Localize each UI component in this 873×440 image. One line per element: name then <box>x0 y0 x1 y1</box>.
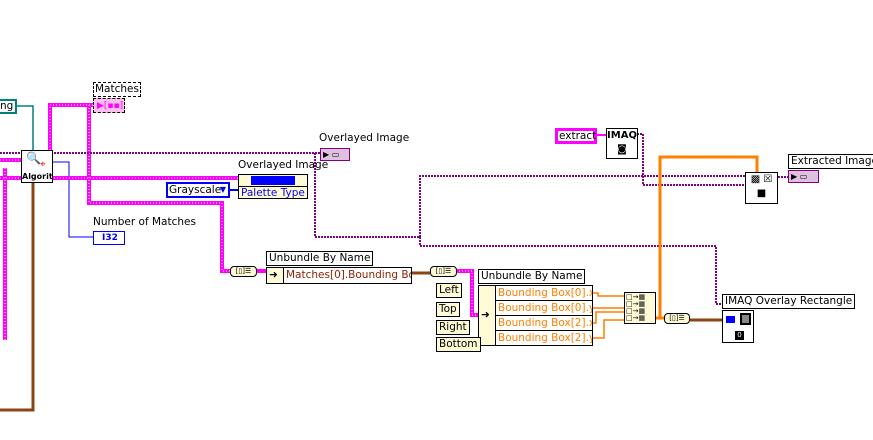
unbundle1-title: Unbundle By Name <box>266 251 374 266</box>
node-label: Algorith <box>22 172 53 181</box>
palette-type-select[interactable]: Grayscale▼ <box>166 182 230 198</box>
crosshair-icon: ⌖ <box>40 159 46 170</box>
reference-bar <box>251 176 295 185</box>
extracted-image-label: Extracted Image <box>788 154 873 169</box>
index-array-node[interactable]: [▯]☰ <box>664 313 690 324</box>
unbundle2-node[interactable]: ➜ Bounding Box[0].x Bounding Box[0].y Bo… <box>478 285 593 346</box>
overlayed-image-indicator[interactable]: ▶ ▭ <box>320 148 350 161</box>
unbundle2-element[interactable]: Bounding Box[0].y <box>495 300 592 315</box>
unbundle1-node[interactable]: ➜ Matches[0].Bounding Box <box>266 267 412 284</box>
number-of-matches-indicator[interactable]: I32 <box>93 231 125 245</box>
label-left[interactable]: Left <box>436 283 462 298</box>
unbundle2-element[interactable]: Bounding Box[0].x <box>495 285 592 300</box>
image-icon: ▶ ▭ <box>791 172 808 181</box>
image-wire <box>637 133 746 186</box>
overlay-icon <box>740 313 751 325</box>
unbundle1-element[interactable]: Matches[0].Bounding Box <box>283 268 411 283</box>
image-icon: ▶ ▭ <box>323 150 340 159</box>
int-wire <box>52 161 93 238</box>
unbundle2-element[interactable]: Bounding Box[2].y <box>495 330 592 345</box>
algorithm-node[interactable]: 🔍 ⌖ Algorith <box>21 150 53 183</box>
extract-icon: ▩ ☒■ <box>750 174 773 199</box>
label-right[interactable]: Right <box>436 320 470 335</box>
imaq-icon: ◙ <box>617 144 627 155</box>
index-array-node[interactable]: [▯]☰ <box>430 266 457 277</box>
imaq-node[interactable]: IMAQ ◙ <box>606 128 638 159</box>
label-bottom[interactable]: Bottom <box>436 337 481 352</box>
extract-node[interactable]: ▩ ☒■ <box>745 172 778 204</box>
unbundle2-title: Unbundle By Name <box>478 269 586 284</box>
blue-square-icon <box>726 316 735 323</box>
extract-constant[interactable]: extract <box>555 128 597 144</box>
palette-property-node[interactable]: Palette Type <box>238 174 308 199</box>
type-text: I32 <box>102 233 118 243</box>
overlay-rectangle-node[interactable]: 0 <box>722 310 754 343</box>
label-top[interactable]: Top <box>436 302 460 317</box>
constant-text: ng <box>0 100 14 112</box>
partial-constant[interactable]: ng <box>0 99 18 114</box>
cluster-wire <box>48 103 93 150</box>
overlayed-image-label: Overlayed Image <box>319 132 410 144</box>
numeric-wire <box>592 311 624 324</box>
image-wire <box>314 153 746 238</box>
matches-indicator[interactable]: ▶[▪▪] <box>93 98 125 113</box>
magnifier-icon: 🔍 <box>26 151 41 165</box>
error-wire <box>0 182 35 412</box>
dropdown-arrow-icon: ▼ <box>219 185 226 194</box>
cluster-array-icon: ▶[▪▪] <box>97 101 124 111</box>
unbundle2-element[interactable]: Bounding Box[2].x <box>495 315 592 330</box>
palette-type-property[interactable]: Palette Type <box>239 186 307 199</box>
palette-value: Grayscale <box>169 184 222 196</box>
array-wire <box>656 155 759 320</box>
index-array-node[interactable]: [▯]☰ <box>230 266 257 277</box>
zero-icon: 0 <box>735 331 744 340</box>
build-array-node[interactable]: □→▦□→▦□→▦□→▦ <box>624 292 656 324</box>
imaq-text: IMAQ <box>607 130 637 141</box>
matches-label: Matches <box>93 82 141 97</box>
overlay-rectangle-label: IMAQ Overlay Rectangle <box>722 294 856 309</box>
arrow-icon: ➜ <box>481 309 490 321</box>
numeric-wire <box>592 319 624 339</box>
extracted-image-indicator[interactable]: ▶ ▭ <box>788 170 819 183</box>
ref-wire <box>10 105 34 150</box>
arrow-icon: ➜ <box>269 269 278 281</box>
number-of-matches-label: Number of Matches <box>93 216 196 228</box>
property-node-label: Overlayed Image <box>238 159 329 171</box>
image-wire <box>419 237 722 305</box>
numeric-wire <box>592 292 624 297</box>
